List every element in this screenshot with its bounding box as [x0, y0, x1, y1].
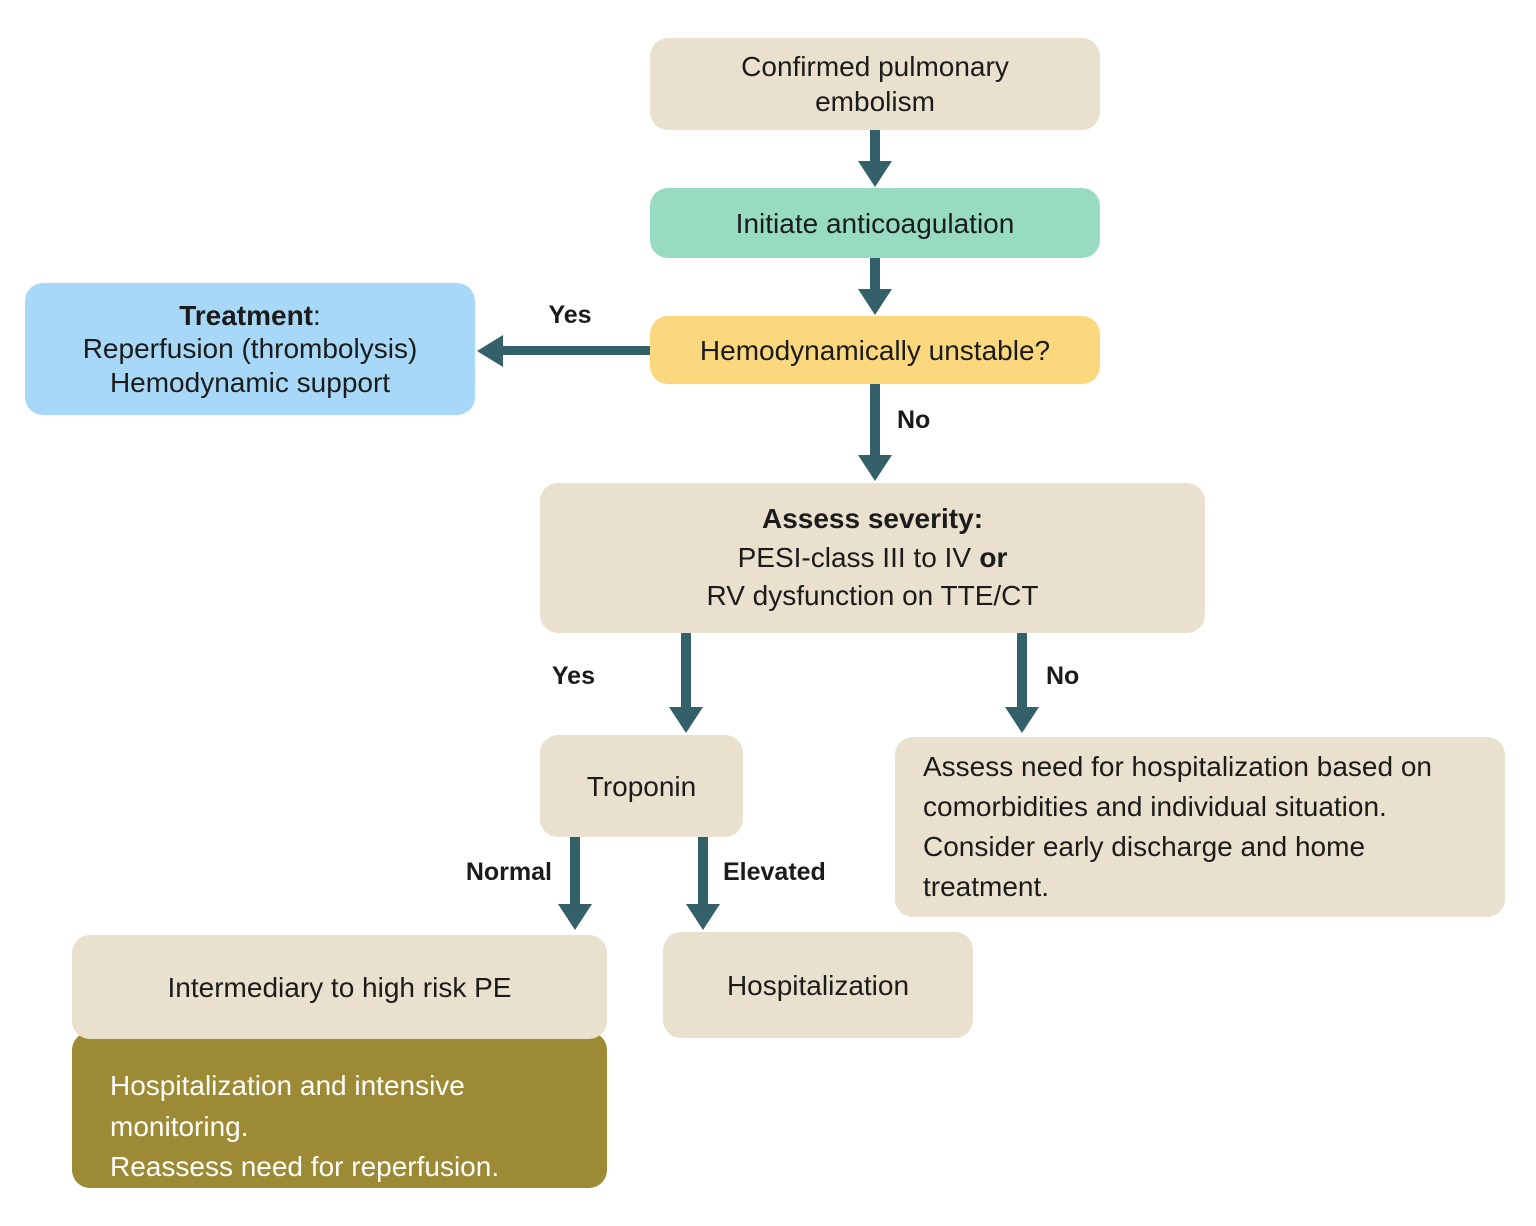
node-troponin-label: Troponin: [586, 770, 697, 802]
arrow-down-severity-to-assess-need: [1002, 633, 1042, 733]
node-assess-severity-title: Assess severity:: [761, 503, 984, 535]
edge-label-troponin-elevated: Elevated: [723, 858, 826, 886]
arrow-head: [686, 904, 720, 930]
arrow-shaft: [870, 384, 880, 459]
node-treatment-title: Treatment:: [179, 299, 321, 333]
arrow-shaft: [681, 633, 691, 711]
arrow-shaft: [570, 837, 580, 908]
arrow-down-confirmed-to-anticoagulation: [855, 130, 895, 187]
arrow-shaft: [698, 837, 708, 908]
arrow-head: [858, 289, 892, 315]
edge-label-unstable-yes: Yes: [548, 301, 592, 329]
node-hospitalization: Hospitalization: [663, 932, 973, 1038]
node-hemodynamically-unstable-label: Hemodynamically unstable?: [699, 334, 1051, 366]
arrow-head: [858, 161, 892, 187]
arrow-head: [1005, 707, 1039, 733]
node-treatment: Treatment: Reperfusion (thrombolysis) He…: [25, 283, 475, 415]
intermediary-detail-line: Hospitalization and intensive monitoring…: [110, 1070, 465, 1142]
node-assess-need-text: Assess need for hospitalization based on…: [923, 750, 1432, 903]
arrow-down-unstable-to-severity: [855, 384, 895, 481]
node-intermediary-title: Intermediary to high risk PE: [72, 935, 607, 1039]
arrow-down-troponin-elevated: [683, 837, 723, 930]
arrow-shaft: [1017, 633, 1027, 711]
edge-label-severity-no: No: [1046, 662, 1080, 690]
node-assess-severity-criteria2: RV dysfunction on TTE/CT: [706, 580, 1039, 612]
criteria1-text: PESI-class III to IV: [737, 541, 971, 573]
arrow-left-unstable-to-treatment: [477, 335, 650, 367]
node-assess-need: Assess need for hospitalization based on…: [895, 737, 1505, 917]
node-intermediary-detail: Hospitalization and intensive monitoring…: [72, 1032, 607, 1188]
node-treatment-line: Hemodynamic support: [109, 366, 391, 398]
edge-label-severity-yes: Yes: [551, 662, 595, 690]
arrow-down-troponin-normal: [555, 837, 595, 930]
edge-label-troponin-normal: Normal: [465, 858, 552, 886]
arrow-head: [858, 455, 892, 481]
node-intermediary-title-label: Intermediary to high risk PE: [167, 971, 512, 1003]
node-confirmed-pe-label: Confirmed pulmonary embolism: [741, 51, 1009, 117]
node-hemodynamically-unstable: Hemodynamically unstable?: [650, 316, 1100, 384]
arrow-shaft: [870, 258, 880, 293]
arrow-head: [669, 707, 703, 733]
criteria1-conjunction: or: [979, 541, 1008, 573]
node-initiate-anticoagulation-label: Initiate anticoagulation: [735, 207, 1015, 239]
arrow-shaft: [499, 346, 650, 355]
node-initiate-anticoagulation: Initiate anticoagulation: [650, 188, 1100, 258]
node-confirmed-pe: Confirmed pulmonary embolism: [650, 38, 1100, 130]
edge-label-unstable-no: No: [897, 406, 931, 434]
node-treatment-line: Reperfusion (thrombolysis): [82, 333, 418, 365]
intermediary-detail-line: Reassess need for reperfusion.: [110, 1151, 500, 1183]
arrow-shaft: [870, 130, 880, 165]
arrow-head: [477, 335, 503, 367]
node-troponin: Troponin: [540, 735, 743, 837]
node-hospitalization-label: Hospitalization: [726, 969, 910, 1001]
node-treatment-title-text: Treatment: [179, 299, 314, 331]
arrow-down-anticoagulation-to-unstable: [855, 258, 895, 315]
arrow-down-severity-to-troponin: [666, 633, 706, 733]
node-treatment-title-colon: :: [313, 299, 321, 331]
arrow-head: [558, 904, 592, 930]
